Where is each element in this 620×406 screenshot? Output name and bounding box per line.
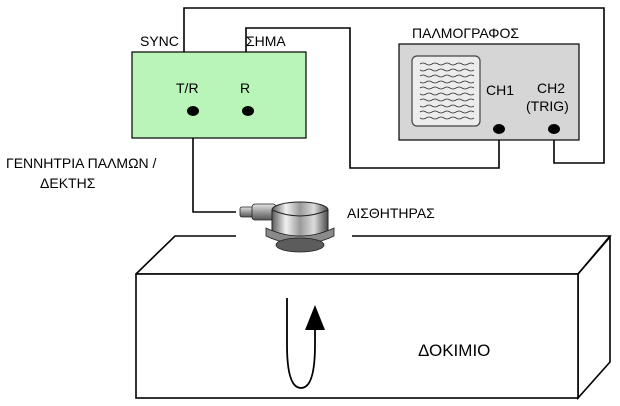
signal-label: ΣΗΜΑ [246,33,286,49]
pulser-caption-line1: ΓΕΝΝΗΤΡΙΑ ΠΑΛΜΩΝ / [6,155,157,171]
ch2-port [548,124,560,134]
r-port-label: R [240,80,250,96]
signal-to-ch1-wire [245,27,500,169]
ch1-port [493,124,505,134]
wave-path-icon [286,298,325,389]
transducer-base [275,237,325,253]
screen-noise-pattern [419,62,475,120]
r-port [242,106,254,116]
transducer-label: ΑΙΣΘΗΤΗΡΑΣ [347,205,435,221]
specimen-front-face [135,273,579,399]
pulser-receiver: SYNC ΣΗΜΑ T/R R ΓΕΝΝΗΤΡΙΑ ΠΑΛΜΩΝ / ΔΕΚΤΗ… [6,33,307,191]
ch2-trig-label: (TRIG) [526,98,569,114]
ch1-label: CH1 [486,82,514,98]
tr-to-transducer-wire [192,111,240,213]
specimen-top-face [136,236,610,274]
oscilloscope: ΠΑΛΜΟΓΡΑΦΟΣ CH1 CH2 (TRIG) [398,25,580,141]
sync-to-ch2-wire [183,7,605,164]
sync-label: SYNC [140,33,179,49]
pulser-receiver-box [131,51,307,139]
tr-port-label: T/R [176,80,199,96]
oscilloscope-screen [411,55,481,127]
ch2-label: CH2 [537,80,565,96]
specimen: ΔΟΚΙΜΙΟ [135,234,612,401]
tr-port [187,106,199,116]
oscilloscope-title: ΠΑΛΜΟΓΡΑΦΟΣ [412,25,519,41]
wires [183,7,605,213]
pulser-caption-line2: ΔΕΚΤΗΣ [40,175,96,191]
specimen-label: ΔΟΚΙΜΙΟ [418,341,490,360]
transducer: ΑΙΣΘΗΤΗΡΑΣ [236,198,435,256]
